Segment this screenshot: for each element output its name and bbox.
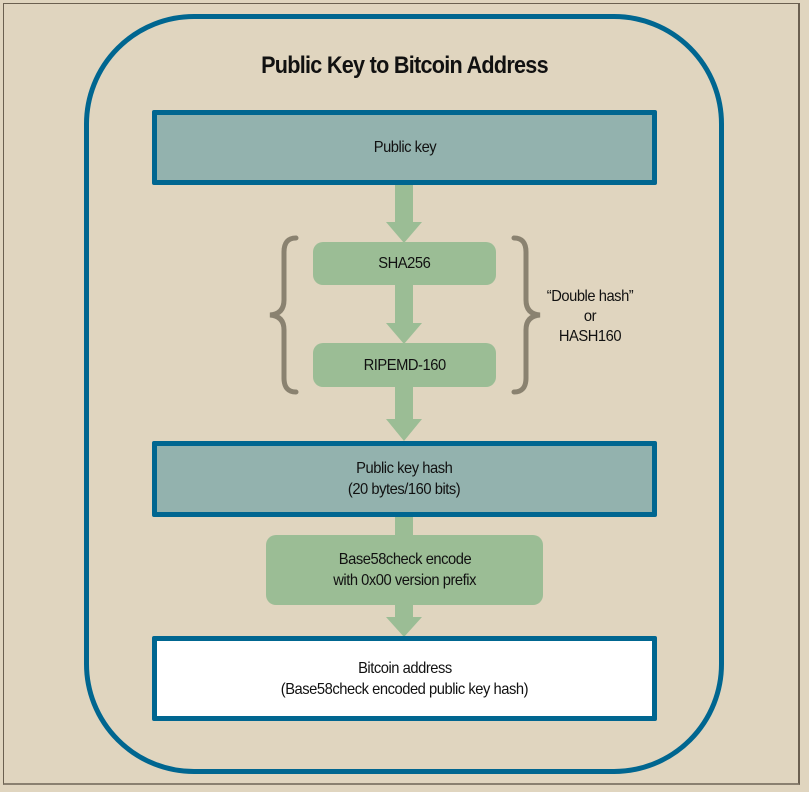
node-ripemd160-label: RIPEMD-160: [363, 356, 446, 374]
node-public-key-hash-line-2: (20 bytes/160 bits): [348, 481, 461, 498]
arrow-sha256-to-ripemd160: [386, 284, 422, 344]
outer-rounded-container: [84, 14, 724, 774]
node-public-key-hash: Public key hash (20 bytes/160 bits): [152, 441, 657, 517]
node-bitcoin-address-line-1: Bitcoin address: [357, 659, 452, 677]
node-public-key-label: Public key: [373, 139, 436, 156]
node-public-key-hash-line-1: Public key hash: [356, 460, 453, 477]
node-sha256-label: SHA256: [378, 255, 431, 272]
arrow-public-key-hash-to-base58check: [395, 516, 413, 536]
node-base58check: Base58check encode with 0x00 version pre…: [266, 535, 543, 605]
node-bitcoin-address: Bitcoin address (Base58check encoded pub…: [152, 636, 657, 721]
node-base58check-line-1: Base58check encode: [338, 551, 471, 568]
arrow-ripemd160-to-public-key-hash: [386, 386, 422, 441]
right-brace: [511, 235, 541, 395]
node-ripemd160: RIPEMD-160: [313, 343, 496, 387]
double-hash-annotation: “Double hash” or HASH160: [520, 287, 660, 347]
arrow-public-key-to-sha256: [386, 183, 422, 243]
node-bitcoin-address-line-2: (Base58check encoded public key hash): [280, 680, 529, 698]
node-sha256: SHA256: [313, 242, 496, 285]
annotation-line-3: HASH160: [558, 328, 622, 345]
diagram-title: Public Key to Bitcoin Address: [261, 52, 548, 79]
arrow-base58check-to-bitcoin-address: [386, 604, 422, 637]
left-brace: [269, 235, 299, 395]
figure-frame: [3, 3, 800, 785]
annotation-line-1: “Double hash”: [546, 288, 634, 305]
node-base58check-line-2: with 0x00 version prefix: [333, 572, 476, 589]
annotation-line-2: or: [583, 308, 597, 325]
node-public-key: Public key: [152, 110, 657, 185]
